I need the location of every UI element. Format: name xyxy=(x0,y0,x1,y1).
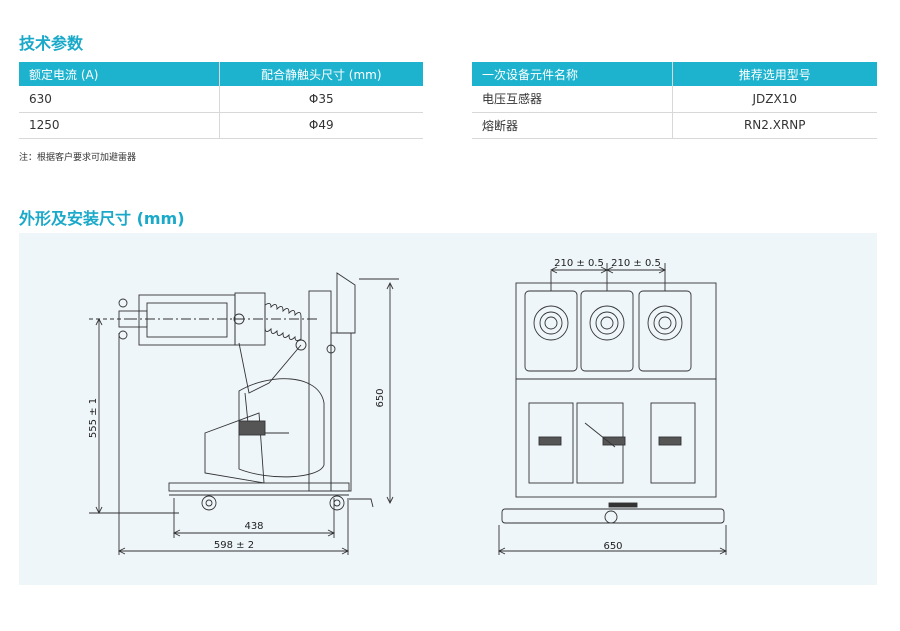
component-model-table: 一次设备元件名称 推荐选用型号 电压互感器 JDZX10 熔断器 RN2.XRN… xyxy=(472,62,877,139)
dim-height-label: 555 ± 1 xyxy=(88,398,99,438)
table-header: 额定电流 (A) xyxy=(19,62,219,86)
note-text: 注：根据客户要求可加避雷器 xyxy=(19,153,137,163)
dim-total-depth-label: 598 ± 2 xyxy=(214,540,254,551)
table-cell: Φ35 xyxy=(218,86,423,113)
technical-drawing: 555 ± 1 650 438 598 ± 2 210 ± 0.5 210 ± … xyxy=(88,258,728,555)
table-cell: 熔断器 xyxy=(472,112,672,139)
table-cell: RN2.XRNP xyxy=(671,112,877,139)
dim-pitch-left-label: 210 ± 0.5 xyxy=(554,258,604,269)
side-view-drawing xyxy=(89,272,399,555)
table-cell: 1250 xyxy=(19,112,219,139)
table-row: 1250 Φ49 xyxy=(19,112,423,139)
table-header: 一次设备元件名称 xyxy=(472,62,672,86)
front-view-drawing xyxy=(497,263,728,555)
table-cell: 电压互感器 xyxy=(472,86,672,113)
dim-width-label: 650 xyxy=(603,541,622,552)
dim-depth-label: 438 xyxy=(244,521,263,532)
dim-pitch-right-label: 210 ± 0.5 xyxy=(611,258,661,269)
table-cell: 630 xyxy=(19,86,219,113)
contact-size-table: 额定电流 (A) 配合静触头尺寸 (mm) 630 Φ35 1250 Φ49 xyxy=(19,62,423,139)
table-row: 电压互感器 JDZX10 xyxy=(472,86,877,113)
dimensions-title: 外形及安装尺寸 (mm) xyxy=(19,209,185,228)
dim-overall-height-label: 650 xyxy=(375,388,386,407)
table-row: 熔断器 RN2.XRNP xyxy=(472,112,877,139)
table-header: 配合静触头尺寸 (mm) xyxy=(218,62,423,86)
table-cell: JDZX10 xyxy=(671,86,877,113)
table-row: 630 Φ35 xyxy=(19,86,423,113)
tech-params-title: 技术参数 xyxy=(19,34,84,53)
table-header: 推荐选用型号 xyxy=(671,62,877,86)
table-cell: Φ49 xyxy=(218,112,423,139)
drawing-panel: 555 ± 1 650 438 598 ± 2 210 ± 0.5 210 ± … xyxy=(19,233,877,585)
